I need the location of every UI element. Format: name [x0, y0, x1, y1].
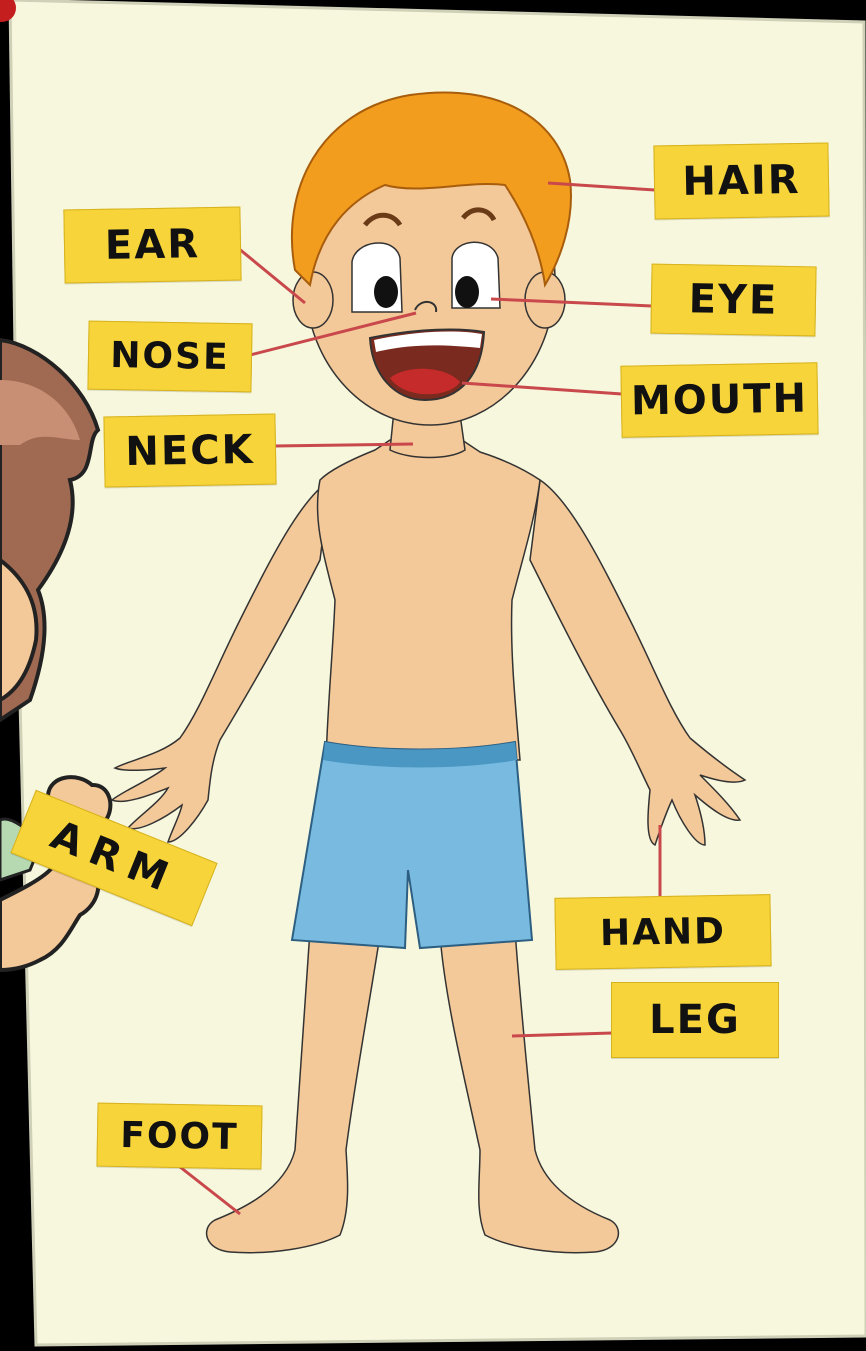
label-neck: NECK — [103, 414, 276, 488]
label-foot: FOOT — [96, 1103, 262, 1170]
label-ear: EAR — [63, 206, 241, 283]
label-leg: LEG — [611, 982, 779, 1058]
label-mouth: MOUTH — [620, 362, 818, 437]
leader-line-neck — [274, 444, 413, 446]
label-hand: HAND — [554, 894, 771, 970]
label-nose: NOSE — [87, 321, 252, 393]
label-eye: EYE — [650, 264, 816, 337]
label-hair: HAIR — [653, 142, 829, 219]
